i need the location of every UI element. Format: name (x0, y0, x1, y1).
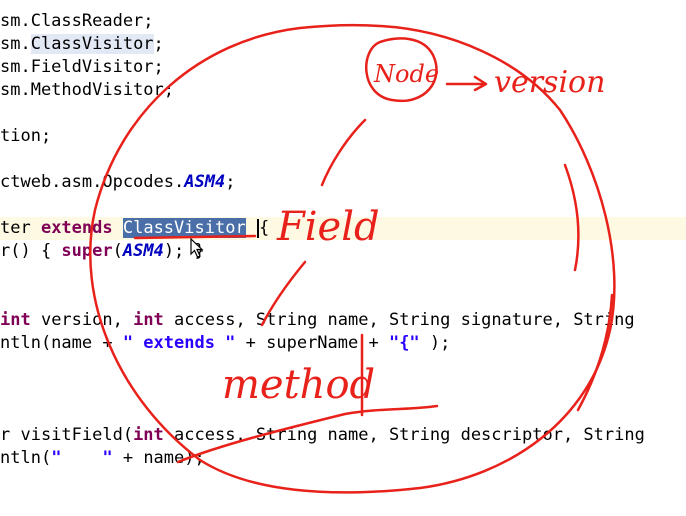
code-line[interactable]: int version, int access, String name, St… (0, 309, 686, 332)
code-line[interactable]: sm.MethodVisitor; (0, 79, 686, 102)
code-line[interactable]: sm.ClassVisitor; (0, 33, 686, 56)
code-line[interactable]: ntln(" " + name); (0, 447, 686, 470)
code-token: " extends " (122, 333, 236, 353)
code-line[interactable] (0, 378, 686, 401)
code-line[interactable]: sm.ClassReader; (0, 10, 686, 33)
code-line[interactable] (0, 401, 686, 424)
code-token: r() { (0, 241, 62, 261)
code-token: ASM4 (184, 172, 226, 192)
code-token: access, String name, String signature, S… (163, 310, 635, 330)
code-token: + name); (112, 448, 205, 468)
mouse-pointer-icon (190, 238, 204, 258)
code-token: sm. (0, 34, 31, 54)
occurrence-highlight: ClassVisitor (30, 34, 154, 54)
code-token (246, 218, 256, 238)
code-line[interactable] (0, 355, 686, 378)
code-token: int (0, 310, 31, 330)
code-line[interactable] (0, 194, 686, 217)
code-line[interactable]: r visitField(int access, String name, St… (0, 424, 686, 447)
code-line[interactable]: r() { super(ASM4); } (0, 240, 686, 263)
code-token: sm.FieldVisitor; (0, 57, 164, 77)
code-line[interactable]: sm.FieldVisitor; (0, 56, 686, 79)
code-token: int (133, 425, 164, 445)
code-token: { (258, 218, 270, 238)
code-token: ; (153, 34, 164, 54)
code-token: sm.ClassReader; (0, 11, 154, 31)
code-token: sm.MethodVisitor; (0, 80, 174, 100)
code-line[interactable] (0, 102, 686, 125)
code-token: ntln(name + (0, 333, 123, 353)
code-line[interactable]: ctweb.asm.Opcodes.ASM4; (0, 171, 686, 194)
code-token: ; (225, 172, 236, 192)
code-token: ter (0, 218, 41, 238)
code-token: r visitField( (0, 425, 134, 445)
code-token: " " (51, 448, 113, 468)
code-line[interactable] (0, 263, 686, 286)
code-line[interactable]: tion; (0, 125, 686, 148)
code-token: version, (30, 310, 134, 330)
code-line[interactable]: ter extends ClassVisitor { (0, 217, 686, 240)
code-line[interactable]: ntln(name + " extends " + superName + "{… (0, 332, 686, 355)
code-line[interactable] (0, 148, 686, 171)
code-token: ASM4 (122, 241, 164, 261)
code-token: ); (419, 333, 451, 353)
code-token: ctweb.asm.Opcodes. (0, 172, 185, 192)
code-token: extends (40, 218, 113, 238)
code-token: ntln( (0, 448, 52, 468)
code-token: int (133, 310, 164, 330)
code-token: "{" (388, 333, 420, 353)
code-line[interactable] (0, 286, 686, 309)
selected-text: ClassVisitor (122, 218, 246, 238)
code-token: access, String name, String descriptor, … (163, 425, 645, 445)
code-token: ( (112, 241, 123, 261)
code-token (113, 218, 123, 238)
code-token: + superName + (235, 333, 389, 353)
code-token: tion; (0, 126, 52, 146)
code-token: super (61, 241, 113, 261)
